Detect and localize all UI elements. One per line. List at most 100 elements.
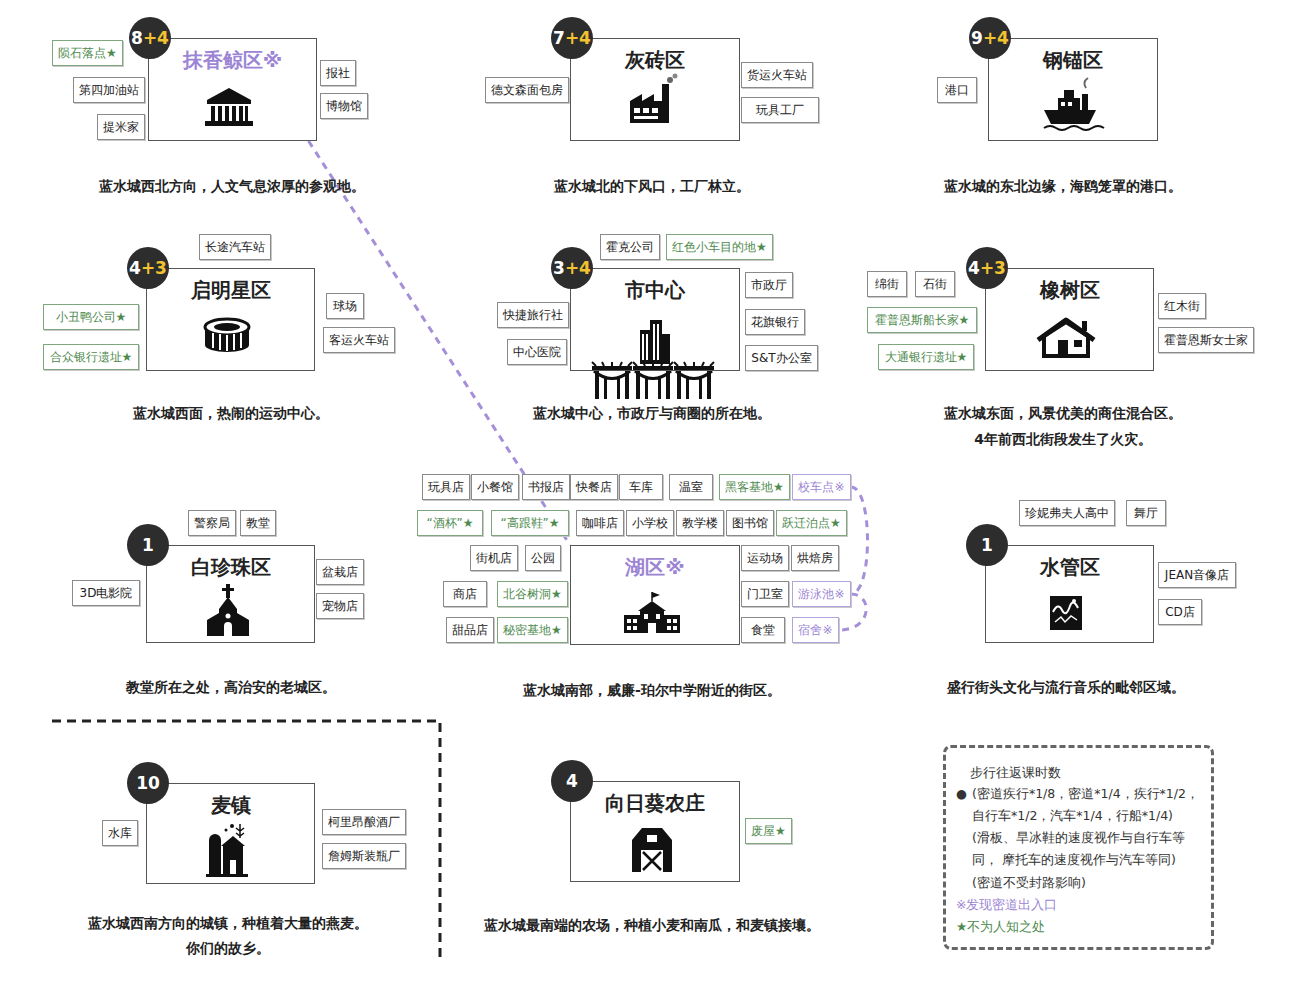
district-description: 蓝水城西面，热闹的运动中心。 bbox=[1, 403, 461, 423]
place-tag: 珍妮弗夫人高中 bbox=[1019, 500, 1115, 526]
district-number: 8 bbox=[131, 28, 143, 48]
place-tag: 食堂 bbox=[741, 617, 785, 643]
district-name: 灰砖区 bbox=[571, 47, 739, 73]
badge-text: 8+4 bbox=[128, 16, 172, 60]
place-tag: 提米家 bbox=[97, 114, 145, 140]
place-name: 玩具工厂 bbox=[752, 98, 808, 122]
bonus-number: +3 bbox=[980, 258, 1006, 278]
place-name: 博物馆 bbox=[322, 94, 366, 118]
place-name: 球场 bbox=[329, 294, 361, 318]
district-box: 抹香鲸区※ bbox=[148, 38, 317, 141]
place-tag: 球场 bbox=[326, 293, 364, 319]
district-box: 灰砖区 bbox=[570, 38, 740, 141]
place-name: 柯里昂酿酒厂 bbox=[324, 810, 404, 834]
place-name: 咖啡店 bbox=[578, 511, 622, 535]
place-tag: 秘密基地★ bbox=[497, 617, 568, 643]
district-description: 教堂所在之处，高治安的老城区。 bbox=[1, 677, 461, 697]
school-icon bbox=[624, 592, 680, 633]
place-name: 港口 bbox=[941, 78, 973, 102]
district-description: 蓝水城最南端的农场，种植小麦和南瓜，和麦镇接壤。 bbox=[422, 915, 882, 935]
place-name: 门卫室 bbox=[743, 582, 787, 606]
place-tag: 德文森面包房 bbox=[485, 77, 569, 103]
place-name: “酒杯”★ bbox=[422, 511, 477, 535]
place-name: 花旗银行 bbox=[747, 310, 803, 334]
place-tag: 门卫室 bbox=[741, 581, 789, 607]
district-name: 水管区 bbox=[986, 554, 1153, 580]
place-tag: 大通银行遗址★ bbox=[878, 344, 974, 370]
place-name: 警察局 bbox=[190, 511, 234, 535]
district-description: 蓝水城南部，威廉-珀尔中学附近的街区。 bbox=[422, 680, 882, 700]
place-tag: 甜品店 bbox=[446, 617, 494, 643]
number-badge: 4 bbox=[550, 759, 594, 803]
district-name: 湖区※ bbox=[571, 554, 739, 580]
badge-circle-shape bbox=[551, 760, 593, 802]
place-tag: 红色小车目的地★ bbox=[666, 234, 773, 260]
number-badge: 10 bbox=[126, 761, 170, 805]
place-name: 秘密基地★ bbox=[499, 618, 566, 642]
place-name: 快餐店 bbox=[572, 475, 616, 499]
place-tag: 温室 bbox=[669, 474, 713, 500]
number-badge: 8+4 bbox=[128, 16, 172, 60]
district-name: 钢锚区 bbox=[989, 47, 1157, 73]
district-box: 钢锚区 bbox=[988, 38, 1158, 141]
place-name: 游泳池※ bbox=[794, 582, 848, 606]
place-name: 北谷树洞★ bbox=[499, 582, 566, 606]
place-tag: 合众银行遗址★ bbox=[43, 344, 139, 370]
district-number: 4 bbox=[129, 258, 141, 278]
place-name: 宠物店 bbox=[318, 594, 362, 618]
badge-text: 10 bbox=[126, 761, 170, 805]
place-tag: JEAN音像店 bbox=[1158, 562, 1236, 588]
place-name: 第四加油站 bbox=[75, 78, 143, 102]
district-number: 7 bbox=[553, 28, 565, 48]
bonus-number: +4 bbox=[565, 258, 591, 278]
place-tag: 博物馆 bbox=[320, 93, 368, 119]
place-tag: 水库 bbox=[102, 820, 138, 846]
place-name: 盆栽店 bbox=[318, 560, 362, 584]
stadium-icon bbox=[205, 319, 249, 352]
district-box: 市中心 bbox=[570, 268, 740, 371]
place-name: 舞厅 bbox=[1130, 501, 1162, 525]
house-icon bbox=[1038, 320, 1094, 356]
district-name: 向日葵农庄 bbox=[571, 790, 739, 816]
district-number: 4 bbox=[566, 771, 578, 791]
place-tag: 小学校 bbox=[626, 510, 674, 536]
badge-text: 4+3 bbox=[126, 246, 170, 290]
district-name: 橡树区 bbox=[986, 277, 1153, 303]
place-name: 小餐馆 bbox=[473, 475, 517, 499]
place-name: 中心医院 bbox=[509, 340, 565, 364]
district-description: 蓝水城西北方向，人文气息浓厚的参观地。 bbox=[2, 176, 462, 196]
place-name: 陨石落点★ bbox=[54, 41, 121, 65]
place-name: 校车点※ bbox=[794, 475, 848, 499]
badge-circle-shape bbox=[127, 524, 169, 566]
place-name: 红木街 bbox=[1160, 294, 1204, 318]
legend-text: ※发现密道出入口 bbox=[956, 894, 1196, 916]
place-tag: 图书馆 bbox=[726, 510, 774, 536]
place-name: 珍妮弗夫人高中 bbox=[1021, 501, 1113, 525]
place-name: 小丑鸭公司★ bbox=[52, 305, 131, 329]
place-tag: 报社 bbox=[320, 60, 356, 86]
bonus-number: +4 bbox=[143, 28, 169, 48]
place-tag: 盆栽店 bbox=[316, 559, 364, 585]
place-tag: 车库 bbox=[619, 474, 663, 500]
number-badge: 1 bbox=[965, 523, 1009, 567]
place-tag: 玩具店 bbox=[422, 474, 470, 500]
place-name: 3D电影院 bbox=[76, 581, 137, 605]
district-number: 1 bbox=[981, 535, 993, 555]
legend-dot: ● bbox=[956, 783, 970, 805]
district-description: 蓝水城的东北边缘，海鸥笼罩的港口。 bbox=[833, 176, 1293, 196]
badge-circle-shape bbox=[127, 247, 169, 289]
place-tag: 宿舍※ bbox=[792, 617, 839, 643]
place-name: 霍克公司 bbox=[602, 235, 658, 259]
district-number: 3 bbox=[553, 258, 565, 278]
place-tag: “酒杯”★ bbox=[417, 510, 483, 536]
place-tag: 商店 bbox=[443, 581, 487, 607]
place-tag: 烘焙房 bbox=[791, 545, 839, 571]
district-box: 向日葵农庄 bbox=[570, 781, 740, 882]
place-name: 詹姆斯装瓶厂 bbox=[324, 844, 404, 868]
place-name: 运动场 bbox=[743, 546, 787, 570]
place-tag: 教学楼 bbox=[676, 510, 724, 536]
badge-circle-shape bbox=[551, 17, 593, 59]
graffiti-icon bbox=[1050, 596, 1082, 630]
number-badge: 4+3 bbox=[126, 246, 170, 290]
place-name: “高跟鞋”★ bbox=[496, 511, 563, 535]
